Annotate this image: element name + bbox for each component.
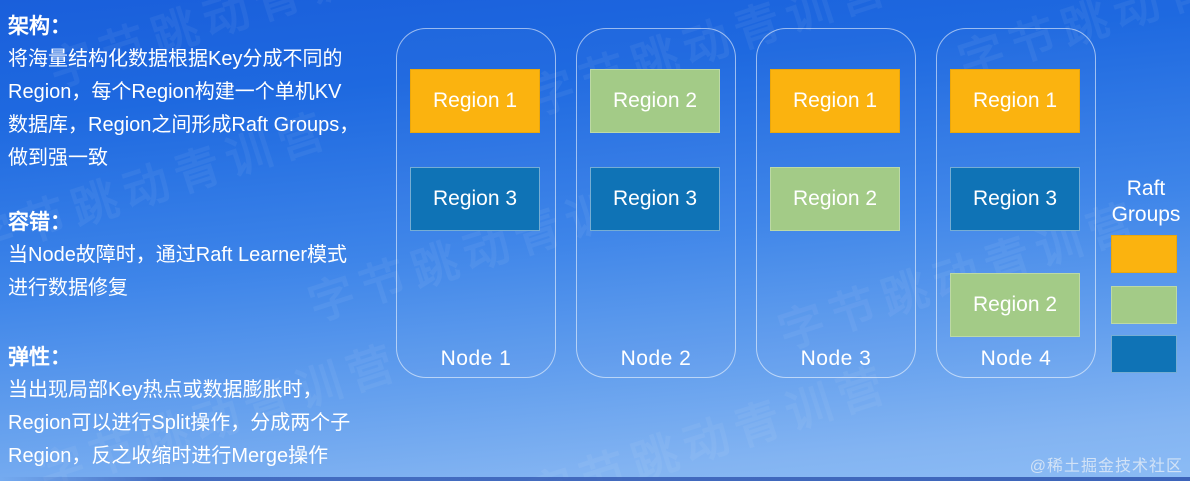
node-3-label: Node 3 xyxy=(800,347,872,370)
node-3-region-2-box: Region 2 xyxy=(770,167,900,231)
legend-swatch-yellow xyxy=(1111,235,1177,273)
community-credit: @稀土掘金技术社区 xyxy=(1029,458,1183,475)
section-line: 将海量结构化数据根据Key分成不同的 xyxy=(8,48,343,70)
node-2-label: Node 2 xyxy=(620,347,692,370)
section-line: Region可以进行Split操作，分成两个子 xyxy=(8,412,351,434)
node-2-region-3-box: Region 3 xyxy=(590,167,720,231)
region-label: Region 1 xyxy=(972,89,1058,112)
region-label: Region 3 xyxy=(972,187,1058,210)
section-title: 弹性： xyxy=(8,346,71,369)
bottom-edge-strip xyxy=(0,477,1190,481)
section-line: 当Node故障时，通过Raft Learner模式 xyxy=(8,244,347,266)
node-1-region-3-box: Region 3 xyxy=(410,167,540,231)
node-4-region-2-box: Region 2 xyxy=(950,273,1080,337)
region-label: Region 1 xyxy=(792,89,878,112)
node-1-container: Region 1 Region 3 Node 1 xyxy=(396,28,556,378)
region-label: Region 2 xyxy=(612,89,698,112)
node-4-container: Region 1 Region 3 Region 2 Node 4 xyxy=(936,28,1096,378)
section-line: 数据库，Region之间形成Raft Groups， xyxy=(8,114,360,136)
section-line: 当出现局部Key热点或数据膨胀时， xyxy=(8,379,323,401)
note-section-elasticity: 弹性： 当出现局部Key热点或数据膨胀时， Region可以进行Split操作，… xyxy=(8,341,396,473)
region-label: Region 3 xyxy=(612,187,698,210)
node-4-region-3-box: Region 3 xyxy=(950,167,1080,231)
node-1-label: Node 1 xyxy=(440,347,512,370)
node-4-region-1-box: Region 1 xyxy=(950,69,1080,133)
section-line: 做到强一致 xyxy=(8,147,108,169)
section-line: 进行数据修复 xyxy=(8,277,128,299)
region-label: Region 2 xyxy=(972,293,1058,316)
section-title: 容错： xyxy=(8,211,71,234)
node-3-region-1-box: Region 1 xyxy=(770,69,900,133)
note-section-architecture: 架构： 将海量结构化数据根据Key分成不同的 Region，每个Region构建… xyxy=(8,10,396,175)
node-4-label: Node 4 xyxy=(980,347,1052,370)
legend-swatch-blue xyxy=(1111,335,1177,373)
node-2-container: Region 2 Region 3 Node 2 xyxy=(576,28,736,378)
node-1-region-1-box: Region 1 xyxy=(410,69,540,133)
section-line: Region，反之收缩时进行Merge操作 xyxy=(8,445,329,467)
node-2-region-2-box: Region 2 xyxy=(590,69,720,133)
region-label: Region 3 xyxy=(432,187,518,210)
legend-title: Raft Groups xyxy=(1111,177,1181,226)
region-label: Region 1 xyxy=(432,89,518,112)
section-title: 架构： xyxy=(8,15,71,38)
node-3-container: Region 1 Region 2 Node 3 xyxy=(756,28,916,378)
legend-swatch-green xyxy=(1111,286,1177,324)
region-label: Region 2 xyxy=(792,187,878,210)
section-line: Region，每个Region构建一个单机KV xyxy=(8,81,342,103)
note-section-fault-tolerance: 容错： 当Node故障时，通过Raft Learner模式 进行数据修复 xyxy=(8,206,396,305)
